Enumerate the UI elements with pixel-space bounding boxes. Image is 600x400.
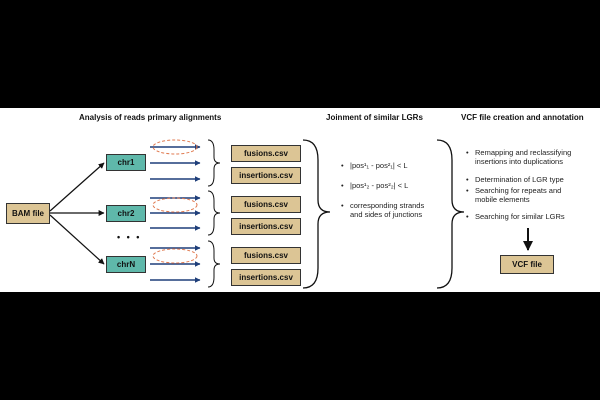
chrn-box: chrN: [106, 256, 146, 273]
bam-file-box: BAM file: [6, 203, 50, 224]
vcf-step-1-line2: insertions into duplications: [475, 157, 563, 166]
joinment-condition-3-line2: and sides of junctions: [350, 210, 423, 219]
joinment-condition-1: |pos¹₁ - pos²₁| < L: [341, 161, 407, 170]
chr1-box: chr1: [106, 154, 146, 171]
brace-outputs: [302, 139, 331, 289]
vcf-file-box: VCF file: [500, 255, 554, 274]
brace-joinment: [436, 139, 465, 289]
vcf-step-3-line2: mobile elements: [475, 195, 530, 204]
vcf-step-3-line1: Searching for repeats and: [466, 186, 561, 195]
insertions-file-2: insertions.csv: [231, 218, 301, 235]
brace-group-1: [207, 139, 221, 187]
arrow-bam-to-chr1: [49, 162, 105, 212]
brace-group-2: [207, 190, 221, 236]
reads-group-chrN: [150, 245, 201, 283]
header-vcf: VCF file creation and annotation: [461, 113, 584, 122]
ellipsis-more-chromosomes: • • •: [117, 232, 142, 242]
chr2-box: chr2: [106, 205, 146, 222]
vcf-step-2: Determination of LGR type: [466, 175, 564, 184]
insertions-file-1: insertions.csv: [231, 167, 301, 184]
arrow-bam-to-chrN: [49, 214, 105, 265]
joinment-condition-2: |pos¹₂ - pos²₂| < L: [341, 181, 408, 190]
brace-group-n: [207, 240, 221, 288]
header-joinment: Joinment of similar LGRs: [326, 113, 423, 122]
reads-group-chr2: [150, 195, 201, 231]
fusions-file-2: fusions.csv: [231, 196, 301, 213]
header-analysis: Analysis of reads primary alignments: [79, 113, 222, 122]
vcf-step-4: Searching for similar LGRs: [466, 212, 565, 221]
vcf-step-1-line1: Remapping and reclassifying: [466, 148, 571, 157]
joinment-condition-3-line1: corresponding strands: [341, 201, 424, 210]
reads-group-chr1: [150, 139, 201, 182]
insertions-file-n: insertions.csv: [231, 269, 301, 286]
fusions-file-1: fusions.csv: [231, 145, 301, 162]
fusions-file-n: fusions.csv: [231, 247, 301, 264]
